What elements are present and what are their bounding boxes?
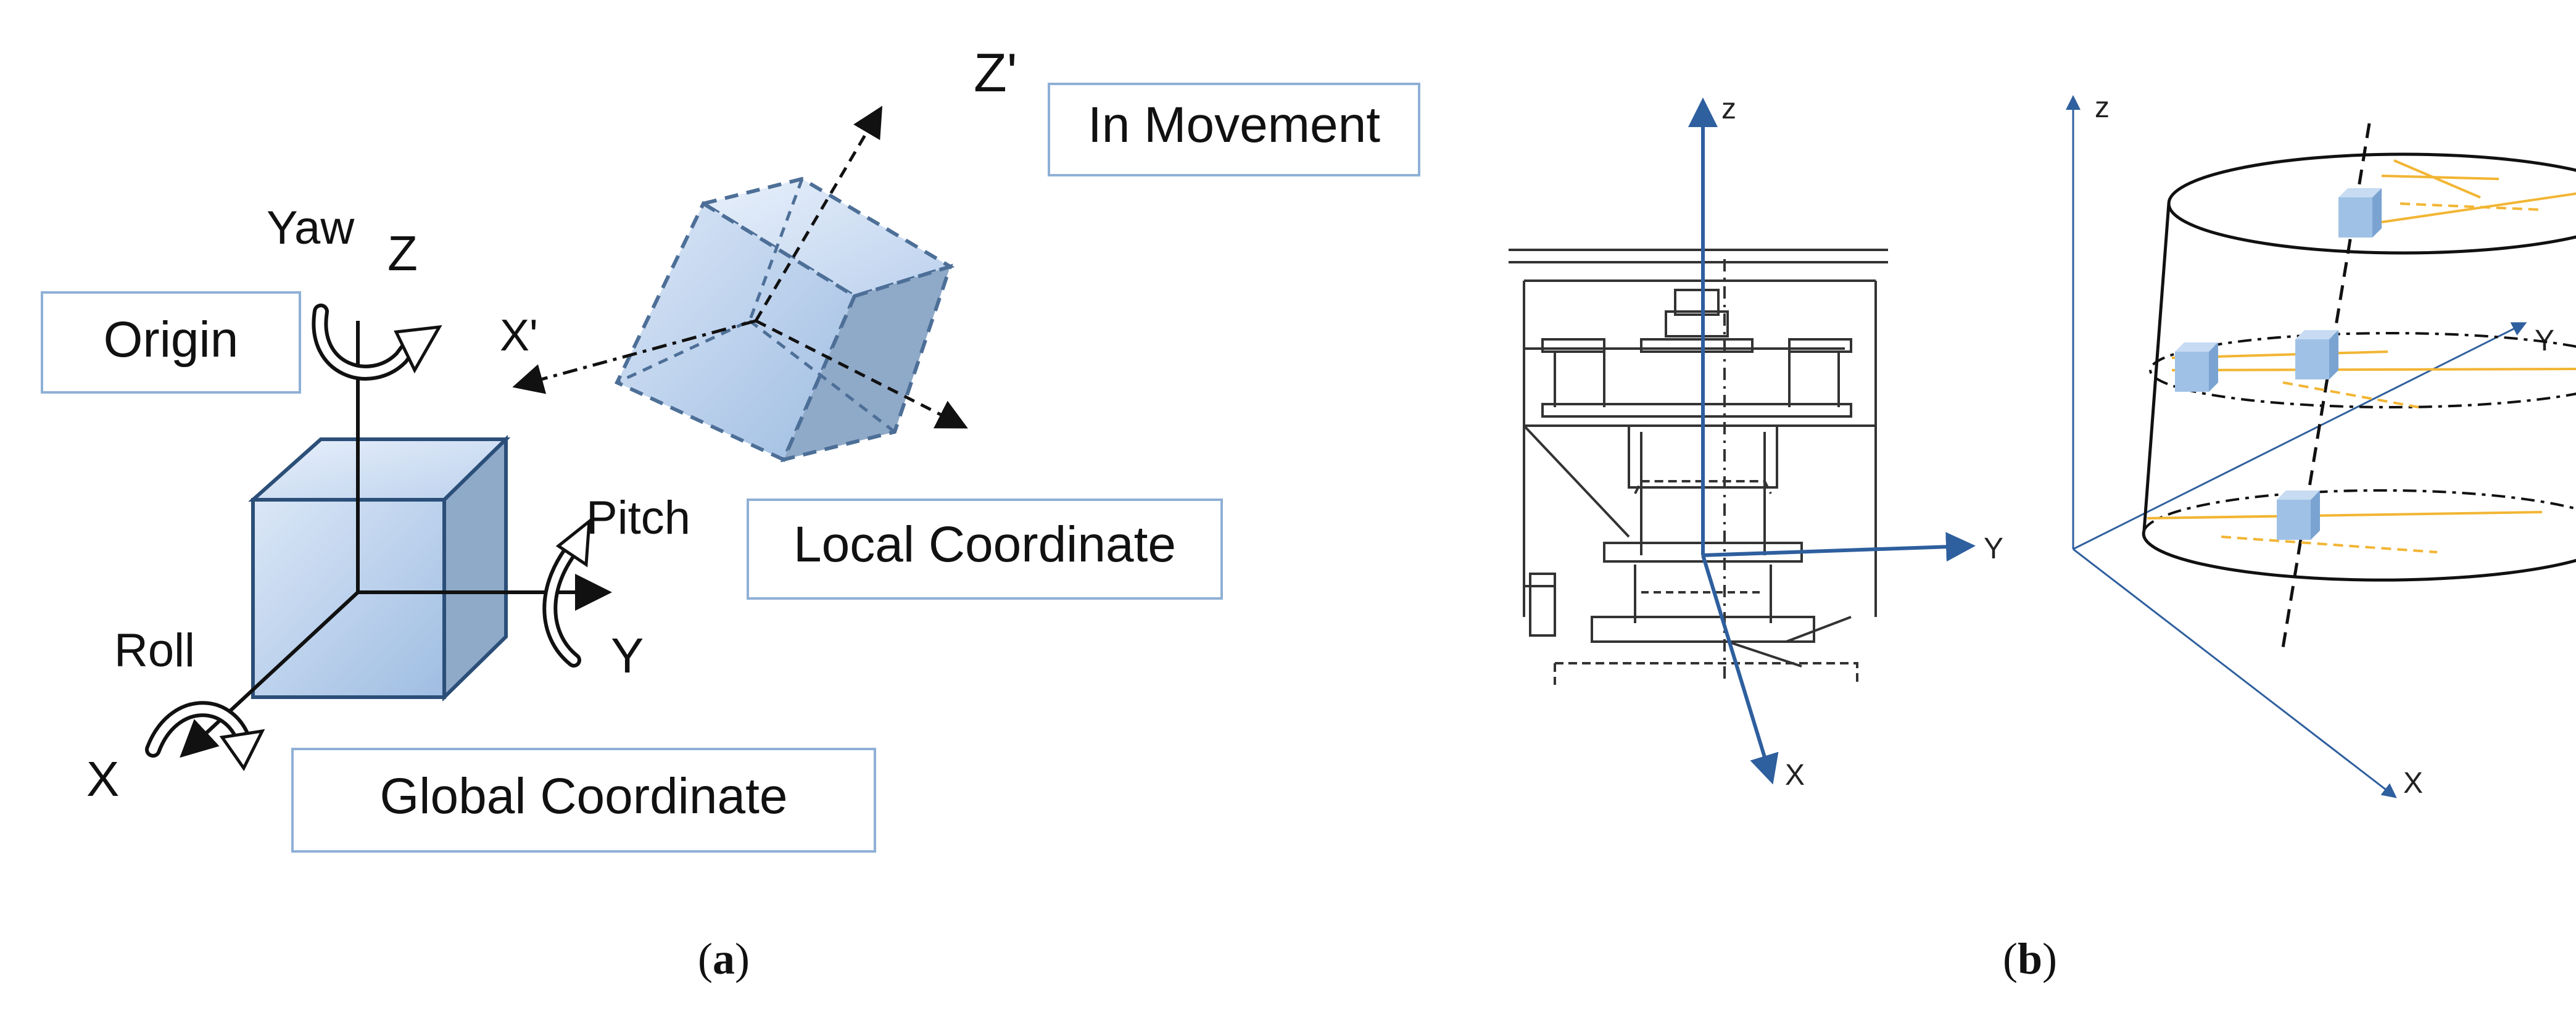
- sensor-cube-left: [2175, 342, 2218, 392]
- local-coordinate-label: Local Coordinate: [793, 516, 1176, 573]
- left-axes: z Y X: [1688, 93, 2003, 792]
- sensor-cube-top: [2338, 188, 2382, 238]
- panel-b-right: z Y X: [2066, 91, 2576, 800]
- roll-label: Roll: [114, 624, 195, 677]
- left-x-label: X: [1785, 759, 1805, 792]
- mechanical-drawing: [1509, 249, 1888, 685]
- left-x-axis: [1701, 555, 1779, 785]
- left-y-axis: [1702, 532, 1976, 562]
- global-coordinate-box: Global Coordinate: [291, 748, 876, 853]
- left-z-label: z: [1721, 93, 1736, 125]
- cylinder: [2142, 123, 2576, 648]
- origin-label: Origin: [104, 312, 239, 368]
- local-y-axis: [755, 319, 968, 429]
- yaw-label: Yaw: [267, 202, 355, 254]
- panel-b-left: z Y X: [1509, 93, 2003, 792]
- panel-a: In Movement Origin Local Coordinate Glob…: [41, 42, 1420, 983]
- x-axis-label: X: [86, 751, 119, 806]
- pitch-rotation-arrow: Pitch: [542, 492, 690, 668]
- global-coordinate-label: Global Coordinate: [380, 768, 788, 824]
- pitch-label: Pitch: [586, 492, 690, 544]
- x-prime-label: X': [500, 311, 538, 360]
- right-y-axis: [2073, 322, 2527, 550]
- sensor-cube-middle: [2295, 330, 2338, 379]
- right-x-axis: [2073, 548, 2397, 798]
- roll-rotation-arrow: Roll: [114, 624, 265, 771]
- global-x-axis: [180, 590, 360, 758]
- z-axis-label: Z: [387, 226, 418, 281]
- right-z-label: z: [2095, 91, 2110, 124]
- in-movement-label: In Movement: [1088, 97, 1380, 153]
- moving-cube: [614, 176, 955, 463]
- z-prime-label: Z': [974, 42, 1017, 103]
- origin-box: Origin: [41, 291, 301, 394]
- local-z-axis: [754, 106, 883, 322]
- y-axis-label: Y: [611, 628, 644, 683]
- local-coordinate-box: Local Coordinate: [747, 499, 1223, 600]
- local-axes: Z' X': [500, 42, 1017, 429]
- right-axes: z Y X: [2066, 91, 2554, 800]
- right-x-label: X: [2403, 767, 2423, 800]
- in-movement-box: In Movement: [1048, 83, 1420, 176]
- orange-guide-lines: [2147, 159, 2576, 553]
- local-x-axis: [512, 319, 756, 394]
- sensor-cubes: [2175, 188, 2382, 540]
- left-y-label: Y: [1984, 532, 2003, 565]
- sensor-cube-bottom: [2277, 490, 2320, 540]
- caption-a: (a): [698, 934, 750, 983]
- caption-b: (b): [2003, 934, 2057, 983]
- global-cube: [248, 434, 511, 702]
- yaw-rotation-arrow: Yaw: [267, 202, 442, 381]
